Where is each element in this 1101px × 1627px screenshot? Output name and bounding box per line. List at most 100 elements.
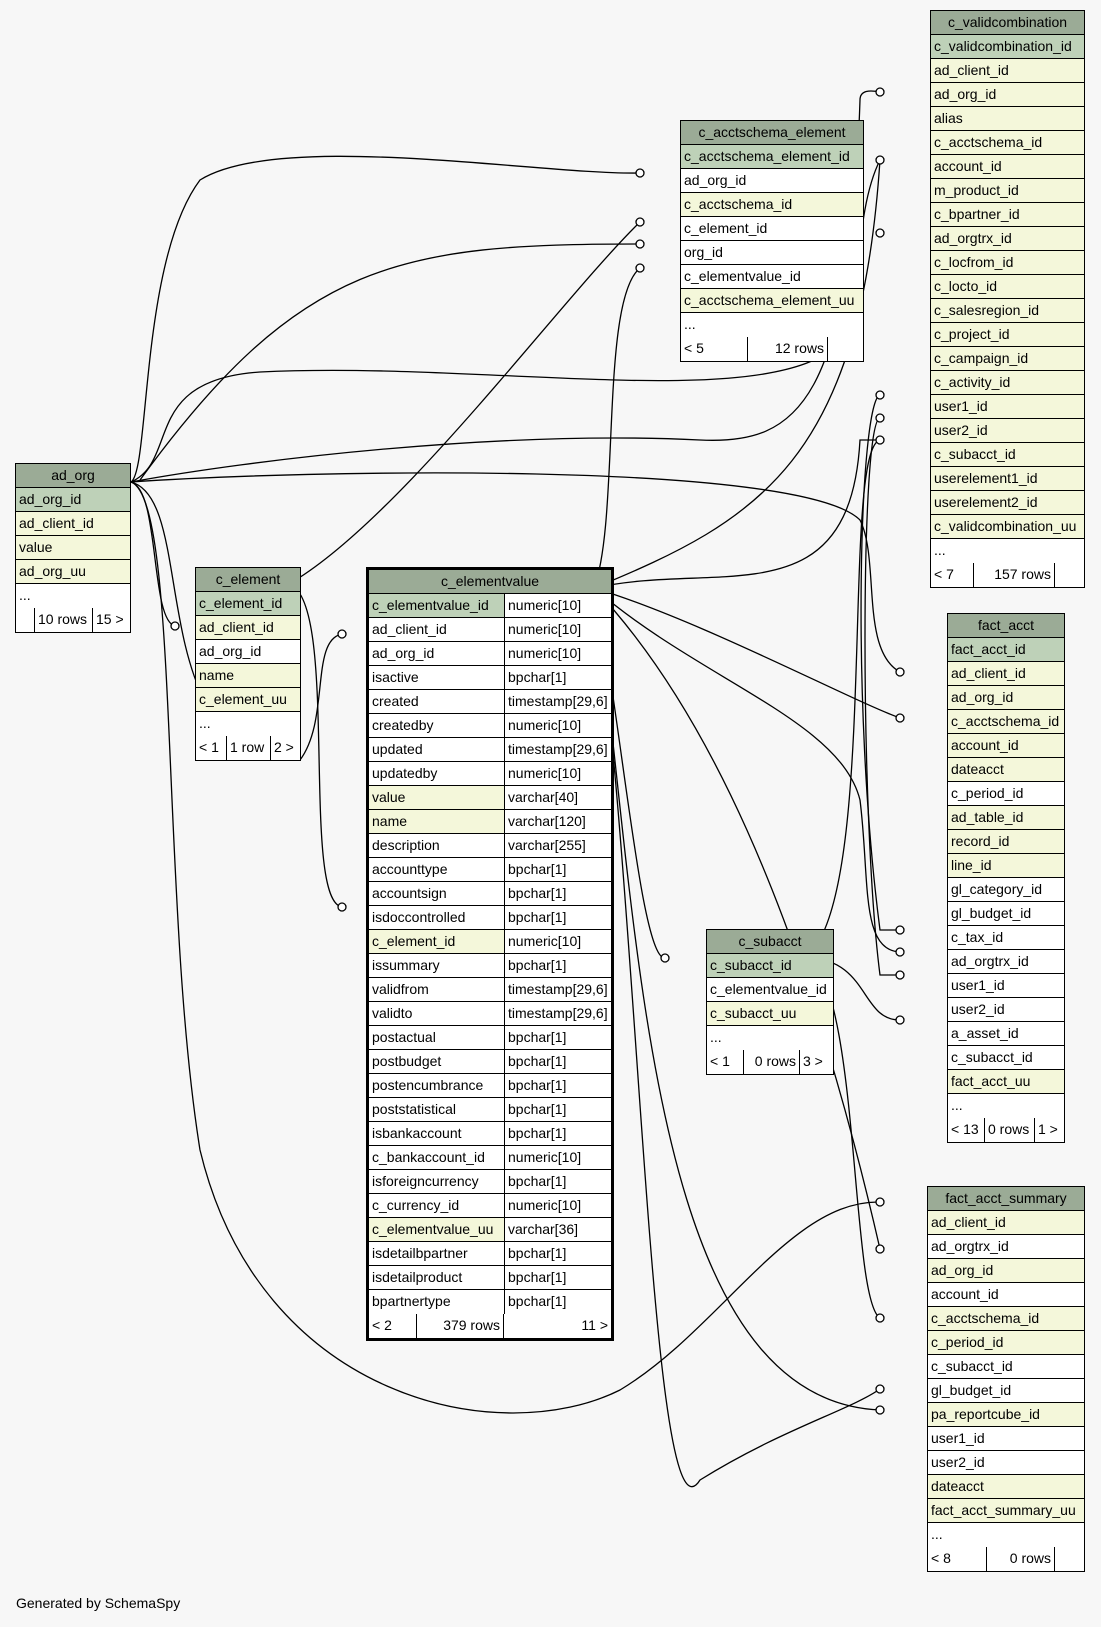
column-row[interactable]: ad_client_id (16, 512, 130, 536)
footer-prev[interactable]: < 1 (199, 739, 219, 755)
column-row[interactable]: c_subacct_id (928, 1355, 1084, 1379)
column-row[interactable]: account_id (931, 155, 1084, 179)
column-row[interactable]: user1_id (928, 1427, 1084, 1451)
footer-prev[interactable] (16, 608, 34, 632)
column-row[interactable]: ad_client_id (196, 616, 300, 640)
footer-next[interactable] (827, 337, 863, 361)
column-row[interactable]: ad_client_id (931, 59, 1084, 83)
column-row[interactable]: c_subacct_uu (707, 1002, 833, 1026)
column-row[interactable]: ad_orgtrx_id (928, 1235, 1084, 1259)
column-row[interactable]: ... (196, 712, 300, 736)
column-row[interactable]: m_product_id (931, 179, 1084, 203)
column-row[interactable]: ad_org_uu (16, 560, 130, 584)
column-row[interactable]: ... (931, 539, 1084, 563)
column-row[interactable]: c_validcombination_id (931, 35, 1084, 59)
column-row[interactable]: c_subacct_id (931, 443, 1084, 467)
column-row[interactable]: c_period_id (928, 1331, 1084, 1355)
table-title[interactable]: fact_acct_summary (928, 1187, 1084, 1211)
column-row[interactable]: user2_id (948, 998, 1064, 1022)
column-row[interactable]: c_acctschema_id (931, 131, 1084, 155)
column-row[interactable]: user2_id (931, 419, 1084, 443)
column-row[interactable]: userelement2_id (931, 491, 1084, 515)
column-row[interactable]: line_id (948, 854, 1064, 878)
footer-prev[interactable]: < 2 (372, 1317, 392, 1333)
footer-next[interactable] (1054, 1547, 1084, 1571)
footer-next[interactable]: 1 > (1034, 1118, 1064, 1142)
footer-prev[interactable]: < 1 (710, 1053, 730, 1069)
table-title[interactable]: c_subacct (707, 930, 833, 954)
column-row[interactable]: c_element_id (681, 217, 863, 241)
footer-next[interactable]: 15 > (92, 608, 130, 632)
column-row[interactable]: c_locto_id (931, 275, 1084, 299)
column-row[interactable]: account_id (948, 734, 1064, 758)
column-row[interactable]: ad_org_id (931, 83, 1084, 107)
table-title[interactable]: ad_org (16, 464, 130, 488)
footer-next[interactable]: 11 > (503, 1314, 611, 1338)
table-title[interactable]: fact_acct (948, 614, 1064, 638)
column-row[interactable]: c_acctschema_element_uu (681, 289, 863, 313)
column-row[interactable]: gl_category_id (948, 878, 1064, 902)
column-row[interactable]: user1_id (931, 395, 1084, 419)
column-row[interactable]: ... (948, 1094, 1064, 1118)
column-row[interactable]: ad_orgtrx_id (948, 950, 1064, 974)
column-row[interactable]: name (196, 664, 300, 688)
column-row[interactable]: c_element_id (196, 592, 300, 616)
column-row[interactable]: gl_budget_id (928, 1379, 1084, 1403)
column-row[interactable]: c_elementvalue_id (681, 265, 863, 289)
footer-prev[interactable]: < 7 (934, 566, 954, 582)
column-row[interactable]: ... (681, 313, 863, 337)
column-row[interactable]: dateacct (928, 1475, 1084, 1499)
footer-next[interactable]: 3 > (799, 1050, 833, 1074)
column-row[interactable]: fact_acct_id (948, 638, 1064, 662)
column-row[interactable]: ad_orgtrx_id (931, 227, 1084, 251)
footer-next[interactable]: 2 > (270, 736, 300, 760)
table-c-acctschema-element[interactable]: c_acctschema_element c_acctschema_elemen… (680, 120, 864, 362)
column-row[interactable]: c_project_id (931, 323, 1084, 347)
column-row[interactable]: c_subacct_id (948, 1046, 1064, 1070)
footer-prev[interactable]: < 13 (951, 1121, 979, 1137)
column-row[interactable]: org_id (681, 241, 863, 265)
footer-prev[interactable]: < 8 (931, 1550, 951, 1566)
table-c-validcombination[interactable]: c_validcombination c_validcombination_id… (930, 10, 1085, 588)
column-row[interactable]: ... (16, 584, 130, 608)
column-row[interactable]: alias (931, 107, 1084, 131)
column-row[interactable]: c_period_id (948, 782, 1064, 806)
column-row[interactable]: ad_client_id (928, 1211, 1084, 1235)
column-row[interactable]: c_tax_id (948, 926, 1064, 950)
column-row[interactable]: fact_acct_summary_uu (928, 1499, 1084, 1523)
column-row[interactable]: ad_org_id (681, 169, 863, 193)
column-row[interactable]: ad_org_id (948, 686, 1064, 710)
column-row[interactable]: c_acctschema_id (928, 1307, 1084, 1331)
column-row[interactable]: c_acctschema_id (681, 193, 863, 217)
column-row[interactable]: value (16, 536, 130, 560)
column-row[interactable]: fact_acct_uu (948, 1070, 1064, 1094)
column-row[interactable]: userelement1_id (931, 467, 1084, 491)
column-row[interactable]: c_campaign_id (931, 347, 1084, 371)
